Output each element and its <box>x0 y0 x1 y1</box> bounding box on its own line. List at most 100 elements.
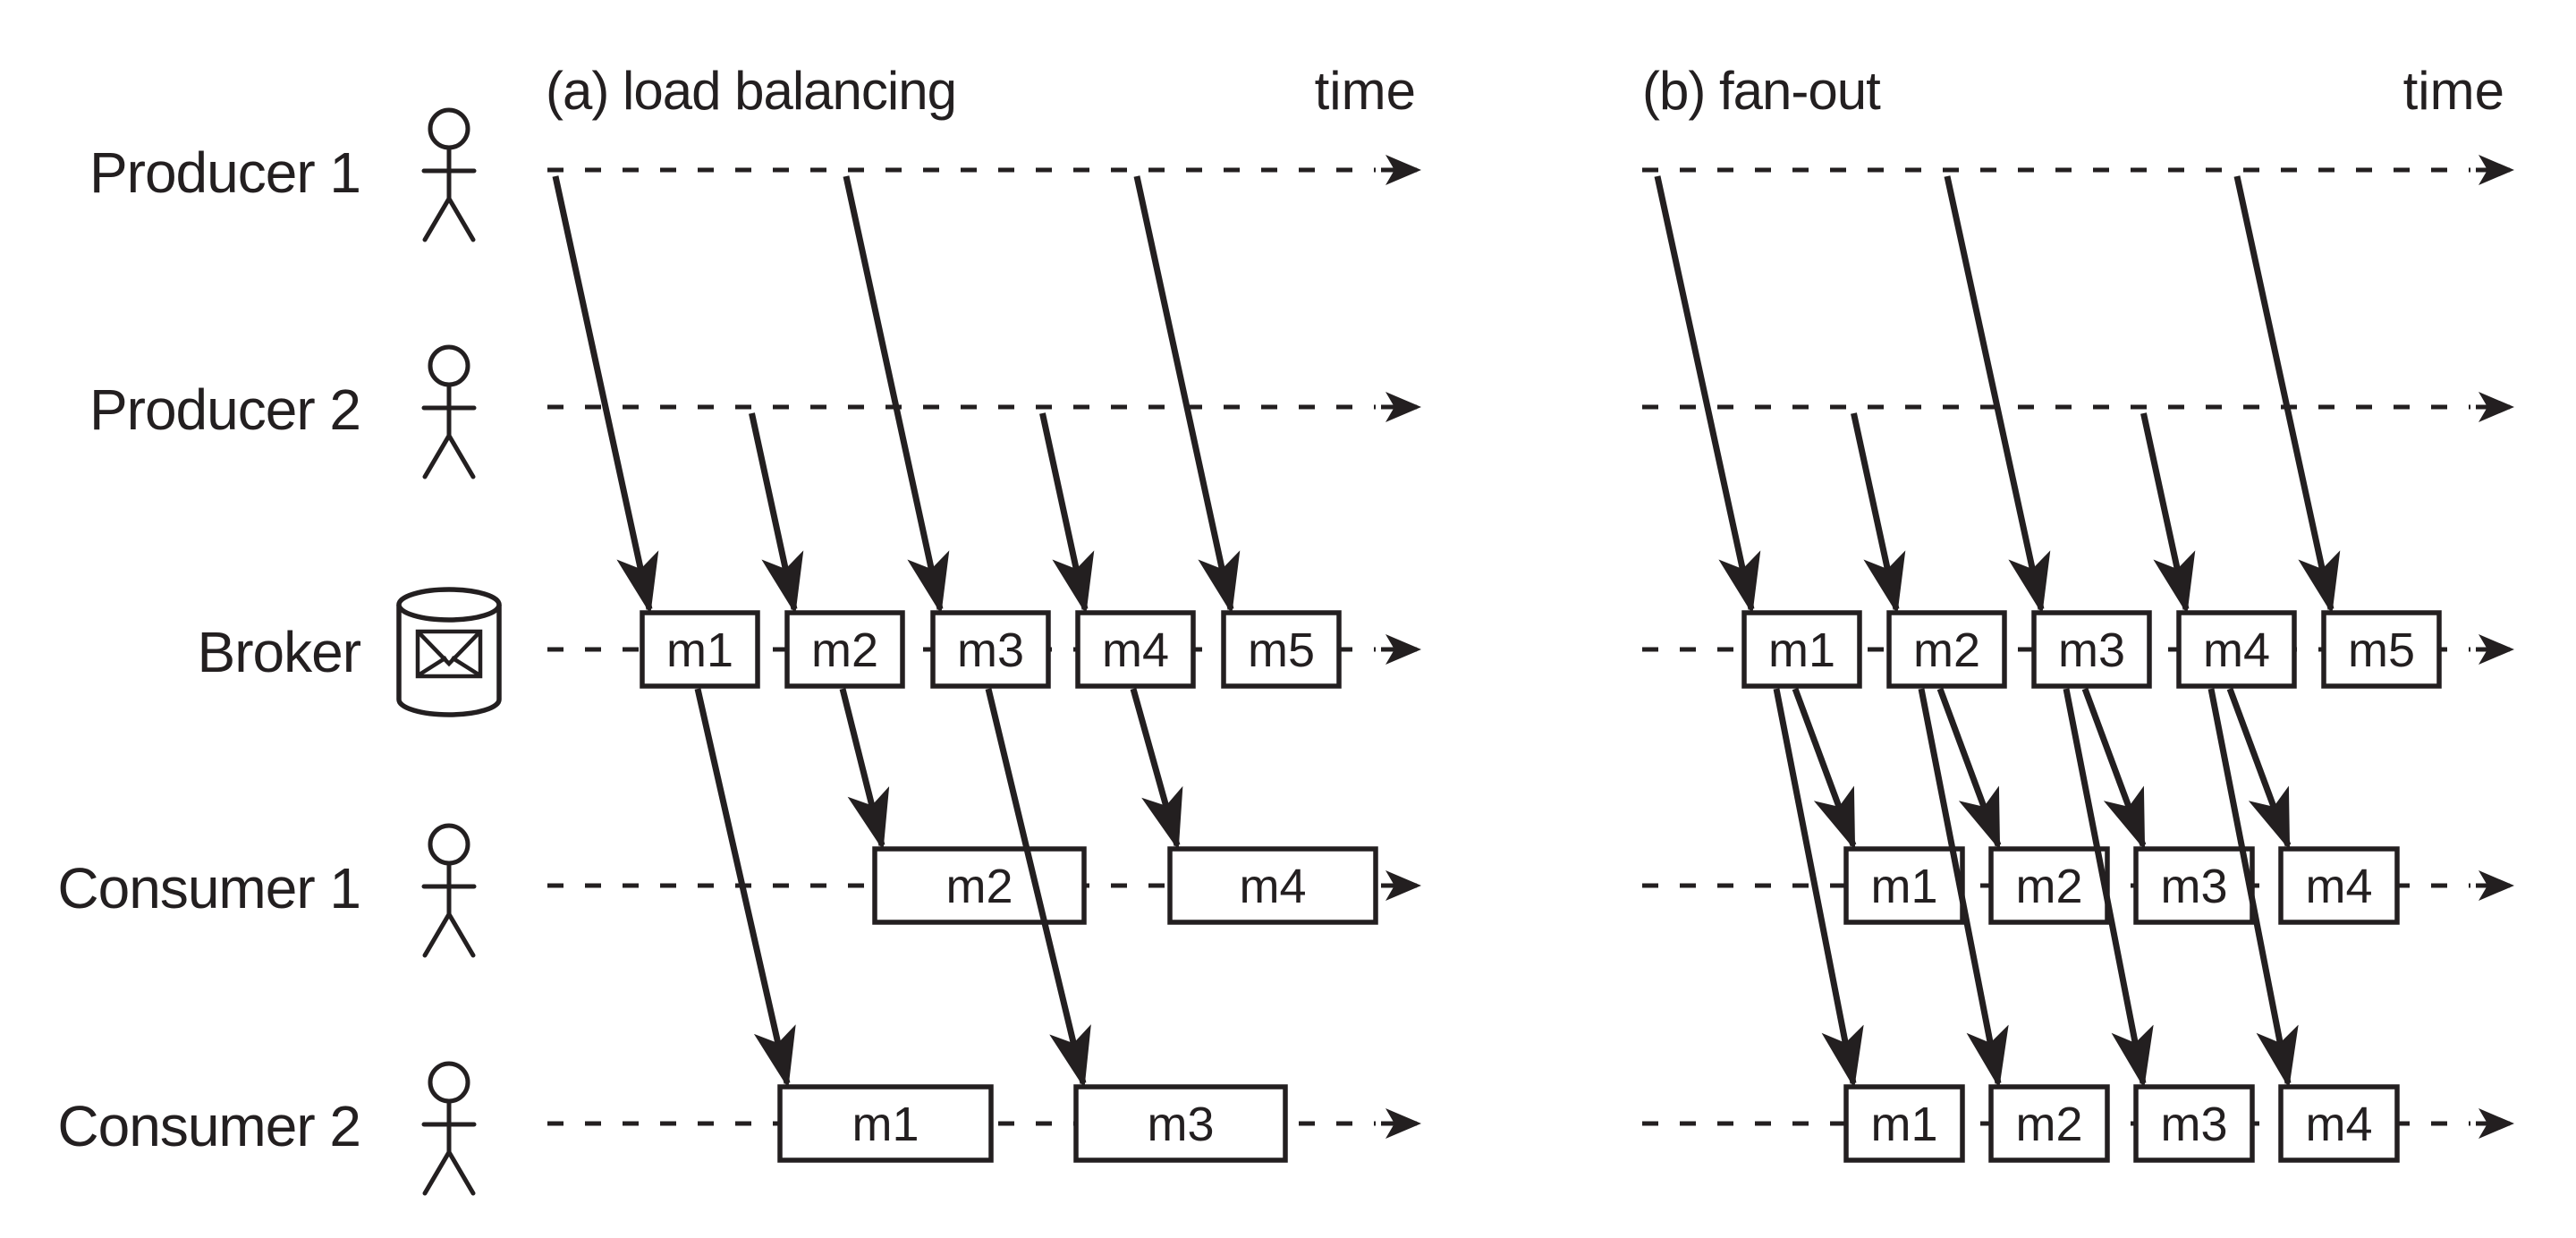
box-b-consumer2-m4-label: m4 <box>2305 1098 2372 1151</box>
box-a-broker-m3-label: m3 <box>957 623 1024 677</box>
box-b-consumer1-m2-label: m2 <box>2015 860 2082 913</box>
diagram-graphics: m1 m2 m3 m4 m5 m2 m4 m1 m3 m1 m2 m3 m4 m5 m1 m2 m3 m4 m1 m2… <box>396 107 2514 1196</box>
box-b-consumer1-m3-label: m3 <box>2160 860 2227 913</box>
panel-b-time-label: time <box>2403 61 2504 121</box>
row-label-producer1: Producer 1 <box>89 140 360 205</box>
envelope-fold-right <box>450 656 480 676</box>
person-leg-left-producer1 <box>422 196 452 242</box>
row-label-consumer1: Consumer 1 <box>57 856 360 920</box>
box-a-broker-m2-rect <box>784 610 905 689</box>
box-a-broker-m1-rect <box>640 610 760 689</box>
box-b-broker-m3-label: m3 <box>2058 623 2125 677</box>
box-b-broker-m2: m2 <box>1886 610 2007 689</box>
box-a-consumer1-m2-label: m2 <box>945 860 1013 913</box>
send-arrow-a-producer2-m4 <box>1039 412 1095 615</box>
box-b-broker-m3-rect <box>2031 610 2152 689</box>
box-a-broker-m5-rect <box>1221 610 1342 689</box>
envelope-flap <box>418 632 480 667</box>
send-arrow-b-producer2-m2 <box>1851 412 1906 615</box>
send-arrow-b-producer1-m3 <box>1944 175 2051 615</box>
box-b-consumer2-m3-rect <box>2133 1084 2255 1163</box>
box-b-consumer1-m2: m2 <box>1988 846 2110 925</box>
box-a-broker-m3: m3 <box>930 610 1051 689</box>
box-b-consumer1-m1-label: m1 <box>1870 860 1937 913</box>
box-a-consumer2-m3-label: m3 <box>1147 1098 1214 1151</box>
box-a-broker-m4: m4 <box>1075 610 1196 689</box>
box-b-broker-m1-rect <box>1741 610 1862 689</box>
send-arrow-b-producer2-m4 <box>2140 412 2196 615</box>
person-icon-producer1 <box>421 107 477 242</box>
box-a-broker-m2-label: m2 <box>811 623 878 677</box>
box-b-consumer2-m1-label: m1 <box>1870 1098 1937 1151</box>
row-label-producer2: Producer 2 <box>89 377 360 442</box>
delivery-arrow-b-m4-consumer1 <box>2226 687 2292 851</box>
box-a-broker-m3-rect <box>930 610 1051 689</box>
broker-queue-cylinder-icon <box>396 587 502 717</box>
person-leg-right-consumer1 <box>446 912 476 958</box>
box-a-broker-m1: m1 <box>640 610 760 689</box>
delivery-arrow-b-m4-consumer2 <box>2207 688 2299 1089</box>
delivery-arrow-b-m3-consumer2 <box>2063 688 2154 1089</box>
delivery-arrow-a-m1-consumer2 <box>694 688 796 1089</box>
box-a-consumer2-m1-label: m1 <box>852 1098 919 1151</box>
box-b-consumer1-m4: m4 <box>2278 846 2400 925</box>
box-a-broker-m5: m5 <box>1221 610 1342 689</box>
person-leg-left-consumer2 <box>422 1149 452 1196</box>
person-icon-consumer2 <box>421 1061 477 1196</box>
box-b-consumer1-m1: m1 <box>1843 846 1965 925</box>
person-leg-left-producer2 <box>422 433 452 479</box>
box-a-consumer1-m4-label: m4 <box>1239 860 1306 913</box>
box-a-consumer2-m3-rect <box>1073 1084 1288 1163</box>
person-leg-right-producer2 <box>446 433 476 479</box>
delivery-arrow-b-m1-consumer1 <box>1792 687 1857 851</box>
box-b-consumer1-m4-label: m4 <box>2305 860 2372 913</box>
box-b-consumer2-m4-rect <box>2278 1084 2400 1163</box>
box-b-broker-m4: m4 <box>2176 610 2297 689</box>
box-a-consumer1-m2: m2 <box>872 846 1087 925</box>
box-b-broker-m1: m1 <box>1741 610 1862 689</box>
box-a-consumer2-m1: m1 <box>777 1084 994 1163</box>
delivery-arrow-b-m2-consumer2 <box>1918 688 2009 1089</box>
delivery-arrow-a-m4-consumer1 <box>1130 688 1183 851</box>
box-a-consumer1-m4: m4 <box>1167 846 1378 925</box>
box-b-broker-m5-label: m5 <box>2348 623 2415 677</box>
delivery-arrow-a-m3-consumer2 <box>985 688 1091 1089</box>
send-arrow-a-producer1-m1 <box>552 175 659 615</box>
box-b-broker-m3: m3 <box>2031 610 2152 689</box>
box-b-broker-m2-label: m2 <box>1913 623 1980 677</box>
delivery-arrow-b-m3-consumer1 <box>2081 687 2147 851</box>
send-arrow-a-producer2-m2 <box>749 412 804 615</box>
panel-a-title: (a) load balancing <box>546 61 956 121</box>
box-b-consumer2-m1: m1 <box>1843 1084 1965 1163</box>
person-head-producer1 <box>428 107 470 150</box>
person-head-producer2 <box>428 344 470 387</box>
delivery-arrow-b-m2-consumer1 <box>1936 687 2002 851</box>
box-b-consumer2-m4: m4 <box>2278 1084 2400 1163</box>
panel-b-title: (b) fan-out <box>1642 61 1881 121</box>
panel-a-time-label: time <box>1315 61 1416 121</box>
box-b-consumer2-m1-rect <box>1843 1084 1965 1163</box>
box-a-broker-m4-label: m4 <box>1102 623 1169 677</box>
send-arrow-a-producer1-m5 <box>1133 175 1241 615</box>
box-b-broker-m5: m5 <box>2321 610 2442 689</box>
box-a-consumer2-m1-rect <box>777 1084 994 1163</box>
person-leg-right-consumer2 <box>446 1149 476 1196</box>
send-arrow-a-producer1-m3 <box>843 175 950 615</box>
box-b-consumer1-m3-rect <box>2133 846 2255 925</box>
box-b-consumer2-m2: m2 <box>1988 1084 2110 1163</box>
person-leg-left-consumer1 <box>422 912 452 958</box>
box-b-consumer2-m3-label: m3 <box>2160 1098 2227 1151</box>
box-b-consumer2-m2-label: m2 <box>2015 1098 2082 1151</box>
box-b-consumer1-m1-rect <box>1843 846 1965 925</box>
delivery-arrow-b-m1-consumer2 <box>1773 688 1864 1089</box>
box-a-consumer1-m2-rect <box>872 846 1087 925</box>
box-b-consumer2-m3: m3 <box>2133 1084 2255 1163</box>
person-head-consumer2 <box>428 1061 470 1104</box>
row-label-consumer2: Consumer 2 <box>57 1094 360 1158</box>
box-b-consumer1-m4-rect <box>2278 846 2400 925</box>
box-b-broker-m4-label: m4 <box>2203 623 2270 677</box>
box-b-broker-m5-rect <box>2321 610 2442 689</box>
row-label-broker: Broker <box>198 620 361 684</box>
